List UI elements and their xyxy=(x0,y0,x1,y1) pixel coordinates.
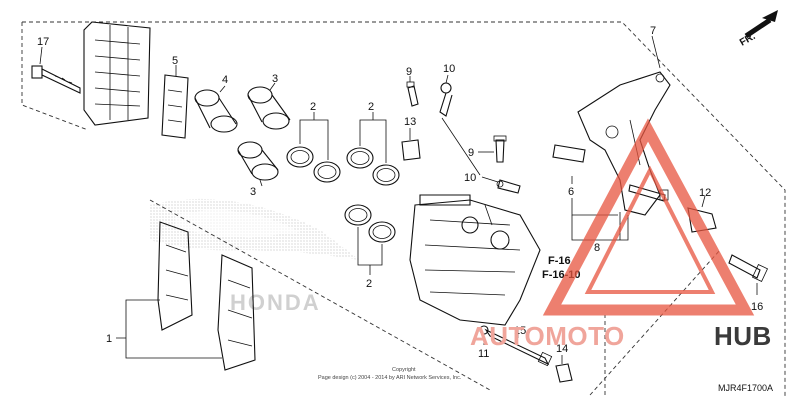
callout-5[interactable]: 5 xyxy=(172,55,178,67)
front-direction-arrow-icon xyxy=(744,10,778,39)
piston-4[interactable] xyxy=(194,89,238,133)
callout-3a[interactable]: 3 xyxy=(272,73,278,85)
bleeder-cap-10a[interactable] xyxy=(439,82,453,117)
bolt-17[interactable] xyxy=(31,65,81,94)
callout-10b[interactable]: 10 xyxy=(464,172,476,184)
diagram-code: MJR4F1700A xyxy=(718,383,773,393)
callout-12[interactable]: 12 xyxy=(699,187,711,199)
callout-13[interactable]: 13 xyxy=(404,116,416,128)
honda-logo-text: HONDA xyxy=(230,290,321,315)
callout-1[interactable]: 1 xyxy=(106,333,112,345)
washer-11[interactable] xyxy=(479,325,489,335)
piston-3a[interactable] xyxy=(247,86,291,130)
seal-set-2c[interactable] xyxy=(344,204,396,243)
pad-spring-5[interactable] xyxy=(161,74,189,139)
callout-17[interactable]: 17 xyxy=(37,36,49,48)
callout-15[interactable]: 15 xyxy=(514,325,526,337)
callout-11[interactable]: 11 xyxy=(478,348,489,360)
watermark-text-dark: HUB xyxy=(714,321,772,351)
callout-16[interactable]: 16 xyxy=(751,301,763,313)
pin-15[interactable] xyxy=(484,328,553,367)
bleeder-screw-9b[interactable] xyxy=(493,135,507,163)
callout-8[interactable]: 8 xyxy=(594,242,600,254)
frame-dash-right xyxy=(589,249,721,396)
callout-4[interactable]: 4 xyxy=(222,74,228,86)
bleeder-cap-10b[interactable] xyxy=(496,179,521,194)
watermark-text-red: AUTOMOTO xyxy=(470,321,625,351)
callout-10a[interactable]: 10 xyxy=(443,63,455,75)
callout-9a[interactable]: 9 xyxy=(406,66,412,78)
callout-14[interactable]: 14 xyxy=(556,343,568,355)
callout-3b[interactable]: 3 xyxy=(250,186,256,198)
seal-set-2a[interactable] xyxy=(286,146,341,183)
cap-13[interactable] xyxy=(401,139,421,161)
bleeder-screw-9a[interactable] xyxy=(406,81,419,107)
callout-9b[interactable]: 9 xyxy=(468,147,474,159)
automotohub-logo-icon xyxy=(542,118,755,316)
ref-f16[interactable]: F-16 xyxy=(548,255,571,267)
brake-pad-1b[interactable] xyxy=(217,254,256,371)
bleeder-hose xyxy=(441,117,481,176)
callout-2a[interactable]: 2 xyxy=(310,101,316,113)
piston-3b[interactable] xyxy=(237,141,279,181)
retainer-6[interactable] xyxy=(552,144,586,163)
brake-pad-1a[interactable] xyxy=(157,221,193,331)
caliper-body[interactable] xyxy=(409,194,541,326)
bolt-16[interactable] xyxy=(728,254,769,282)
frame-dash-top xyxy=(22,21,786,398)
frame-dash-bottom xyxy=(149,199,491,391)
callout-7[interactable]: 7 xyxy=(650,25,656,37)
callout-6[interactable]: 6 xyxy=(568,186,574,198)
copyright-line1: Copyright xyxy=(392,367,416,373)
cap-14[interactable] xyxy=(555,363,573,383)
seal-set-2b[interactable] xyxy=(346,147,400,186)
boot-12[interactable] xyxy=(687,207,717,233)
copyright-line2: Page design (c) 2004 - 2014 by ARI Netwo… xyxy=(318,375,462,381)
front-direction-label: FR. xyxy=(738,31,758,49)
honda-wing-logo: HONDA xyxy=(150,198,360,315)
callout-2c[interactable]: 2 xyxy=(366,278,372,290)
pad-retainer-block[interactable] xyxy=(83,21,151,126)
callout-2b[interactable]: 2 xyxy=(368,101,374,113)
